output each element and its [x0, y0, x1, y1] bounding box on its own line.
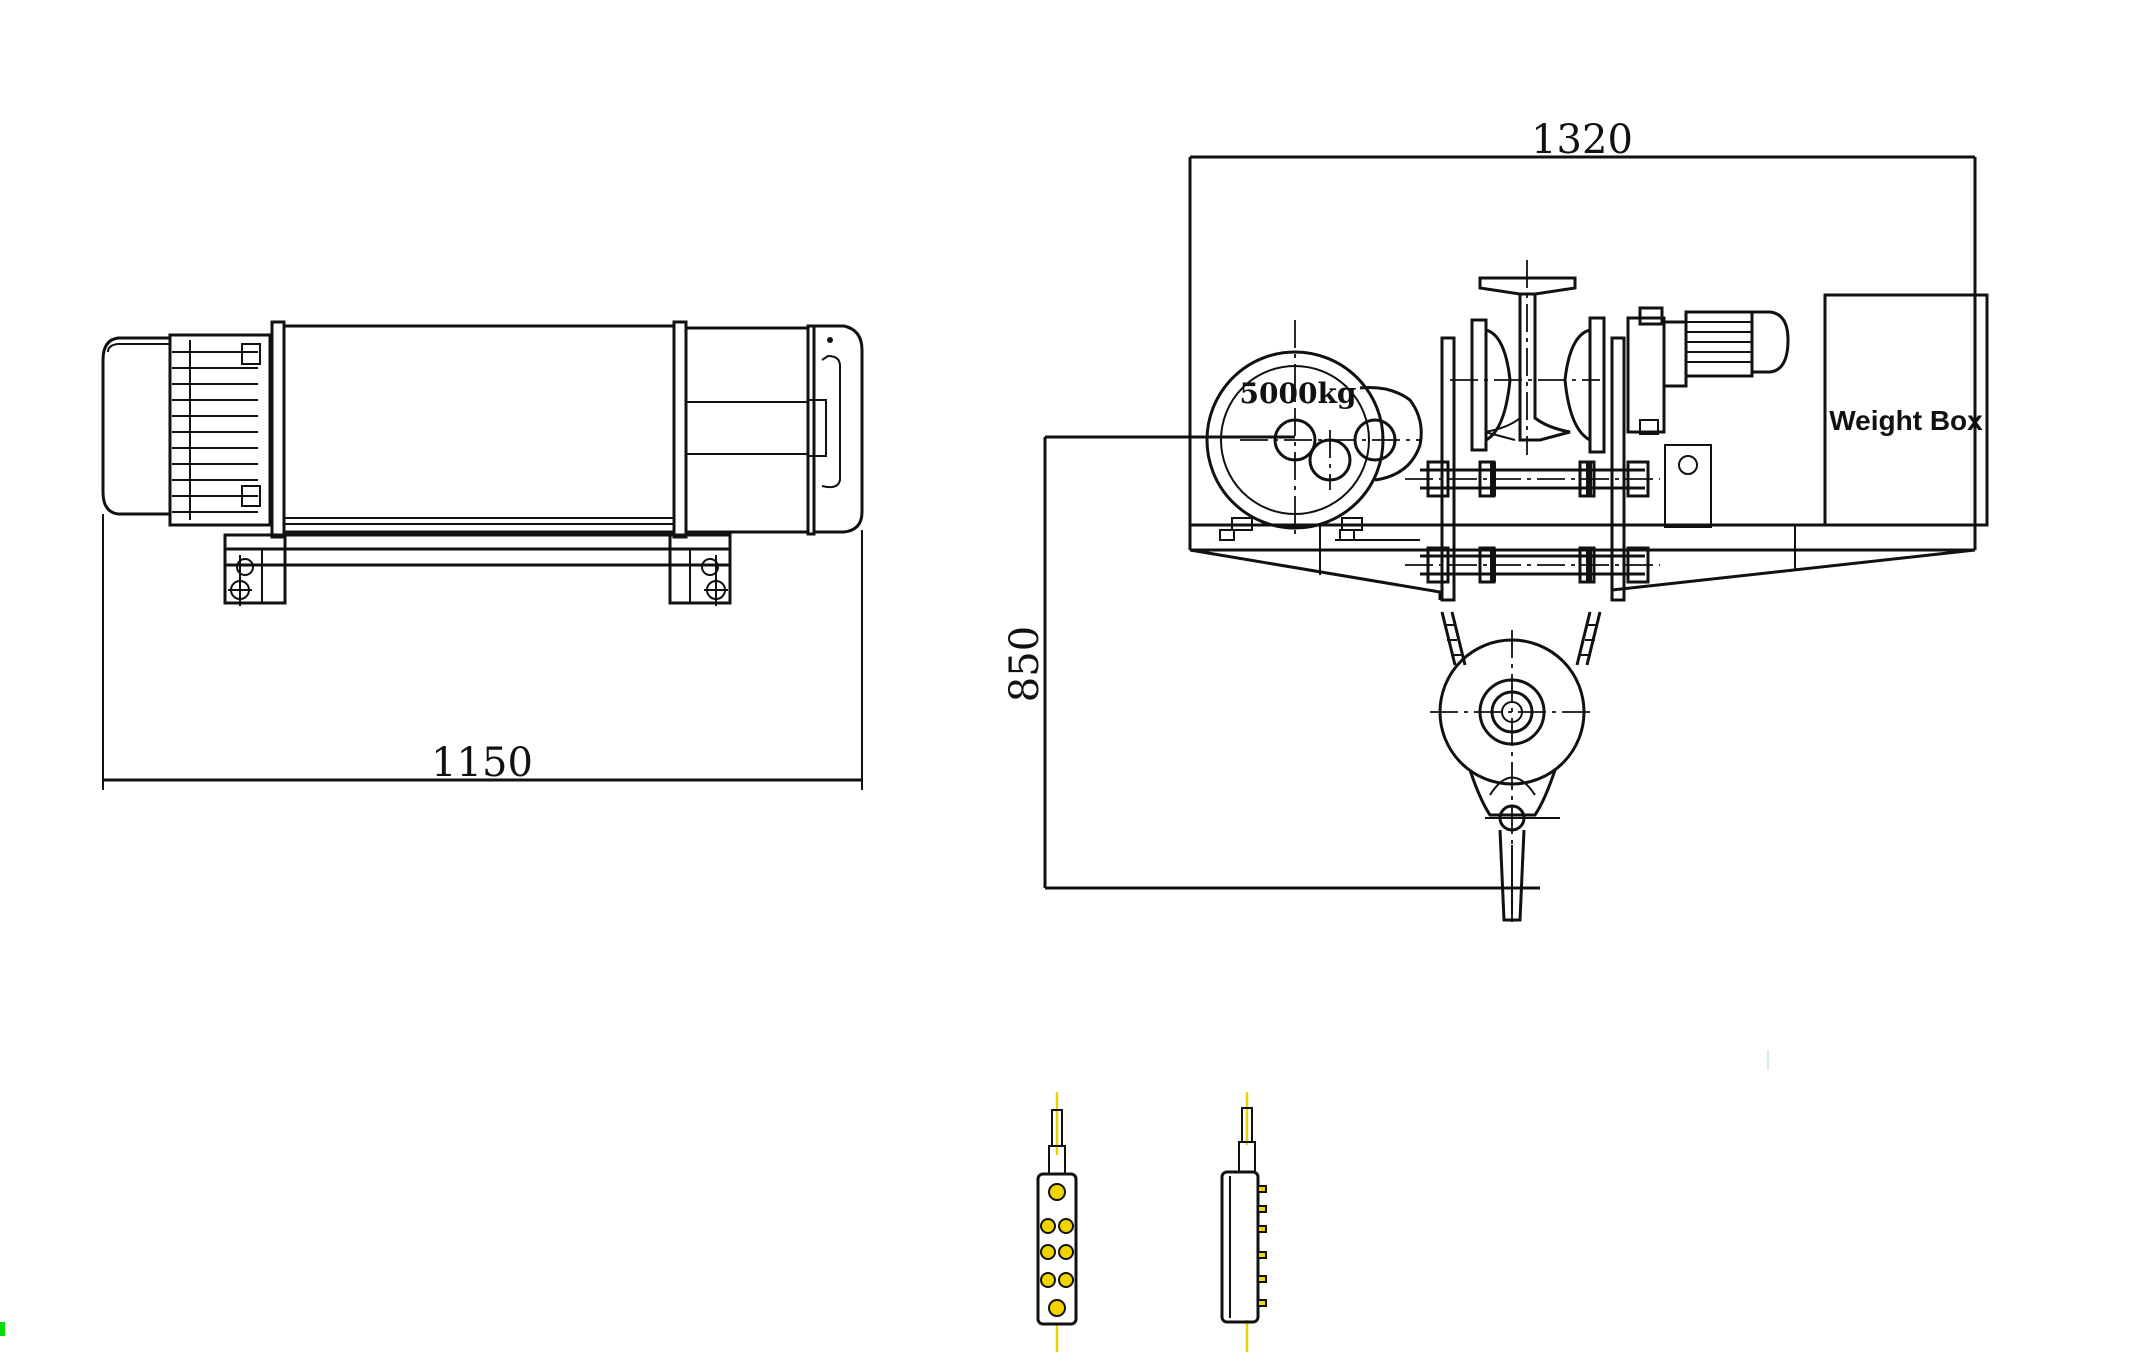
mounting-bolt-left [228, 555, 254, 606]
dimension-hoist-length: 1150 [102, 514, 863, 790]
weight-box-label: Weight Box [1829, 405, 1983, 436]
base-frame [223, 533, 732, 605]
weight-box: Weight Box [1823, 293, 1989, 527]
pendant-side-view [1220, 1092, 1267, 1352]
motor-fins [172, 340, 258, 520]
gearbox [684, 326, 810, 534]
pendant-front-view [1036, 1092, 1078, 1352]
travel-motor [1626, 306, 1790, 528]
hook-block [1430, 611, 1602, 925]
travel-wheel-left [1470, 318, 1512, 452]
pendant-buttons [1040, 1183, 1074, 1317]
dimension-trolley-width-label: 1320 [1531, 117, 1633, 163]
mounting-bolt-right [701, 555, 728, 606]
pendant-side-buttons [1257, 1185, 1267, 1307]
hoist-side-view: 1150 [101, 320, 864, 790]
gearbox-end-cover [814, 324, 864, 534]
trolley-end-view: 1320 [1002, 117, 1989, 925]
dimension-trolley-width: 1320 [1188, 117, 1977, 550]
travel-wheel-right [1563, 316, 1606, 454]
trolley-frame [1189, 523, 1976, 600]
motor-fin-block [168, 333, 272, 527]
hoist-drum-end: 5000kg [1205, 320, 1423, 540]
tie-bar-lower [1405, 546, 1660, 584]
rope-drum [282, 324, 676, 534]
dimension-hoist-length-label: 1150 [431, 740, 533, 786]
motor-end-cap [101, 336, 170, 516]
green-marker [0, 1322, 5, 1336]
dimension-headroom-label: 850 [1002, 626, 1048, 702]
tie-bar-upper [1405, 460, 1660, 498]
motor-flange [270, 320, 286, 539]
capacity-label: 5000kg [1240, 377, 1357, 410]
dimension-headroom: 850 [1002, 435, 1540, 890]
